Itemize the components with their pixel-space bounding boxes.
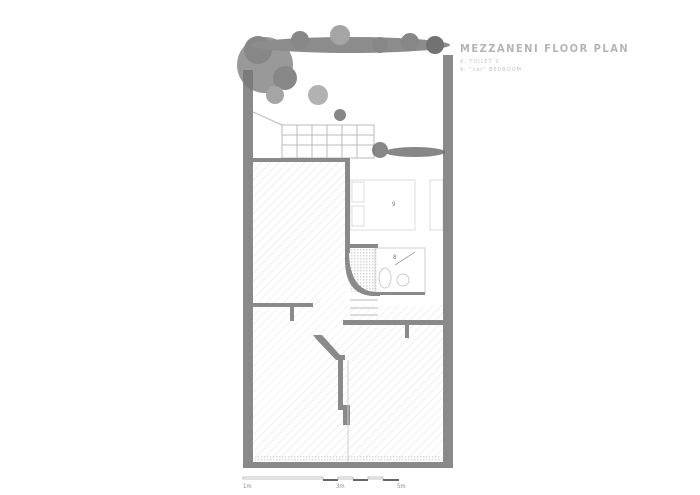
walls [243, 55, 453, 468]
bed [349, 179, 444, 231]
foliage [237, 25, 450, 158]
room-label-toilet: 8 [393, 254, 397, 261]
floor-area-hatch [253, 160, 345, 305]
staircase [252, 111, 378, 316]
legend-item: 8. TOILET 3 [460, 59, 500, 65]
room-label-bedroom: 9 [392, 201, 396, 208]
scale-label: 5m [397, 483, 406, 490]
legend-item: 9. "cat" BEDROOM [460, 67, 522, 73]
scale-label: 1m [243, 483, 252, 490]
scale-label: 3m [336, 483, 345, 490]
scale-bar [242, 476, 399, 481]
plan-title: MEZZANENI FLOOR PLAN [460, 42, 630, 55]
toilet-room [350, 247, 426, 294]
